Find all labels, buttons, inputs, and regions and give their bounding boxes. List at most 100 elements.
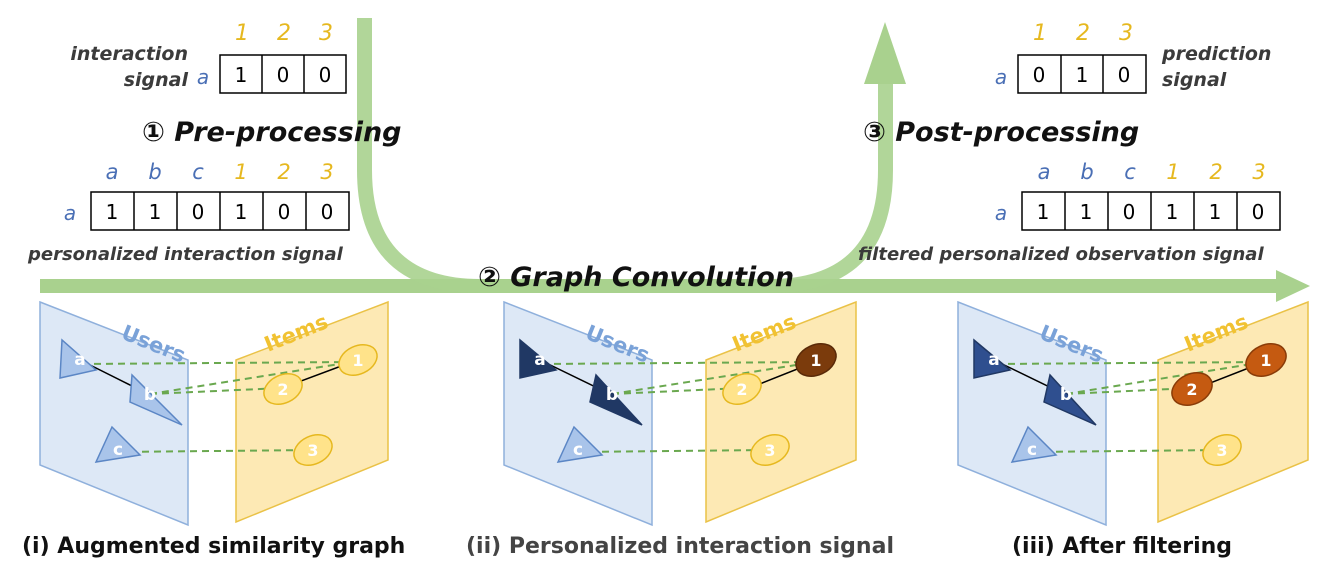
cell-value: 0 [1252,200,1265,224]
item-header: 1 [1166,160,1179,184]
cell-value: 0 [1123,200,1136,224]
personalized-signal-label: personalized interaction signal [27,244,344,265]
item-header-2: 2 [1076,21,1090,46]
cell-value: 0 [1033,63,1046,87]
user-node-label: c [113,440,123,460]
item-header: 3 [1252,160,1265,184]
item-node-2 [263,373,303,405]
cell-value: 1 [1037,200,1050,224]
interaction-edges [81,361,353,453]
prediction-label-line1: prediction [1161,43,1271,65]
interaction-signal-block: 1 2 3 interaction signal a 1 0 0 [70,21,347,94]
item-node-label: 2 [277,380,288,399]
filtered-signal-block: a b c 1 2 3 a 1 1 0 1 1 0 filtered perso… [858,160,1281,265]
item-node-3 [750,434,790,466]
caption-augmented-similarity-graph: (i) Augmented similarity graph [22,534,405,559]
user-node-a [59,338,98,379]
cell-value: 1 [149,200,162,224]
prediction-label-line2: signal [1162,69,1227,91]
user-node-label: c [1027,440,1037,460]
item-node-label: 3 [1216,441,1227,460]
user-node-c [556,425,604,463]
user-node-a [519,338,558,379]
user-node-a [973,338,1012,379]
user-node-c [94,425,142,463]
cell-value: 0 [192,200,205,224]
user-node-label: a [534,350,545,370]
user-node-b [129,373,183,426]
step-pre-processing: ① Pre-processing [142,117,402,148]
user-header: b [148,160,161,184]
user-header: b [1080,160,1093,184]
cell-value: 1 [1080,200,1093,224]
user-node-label: c [573,440,583,460]
u-flow-arrow [357,18,893,293]
cell-value: 0 [321,200,334,224]
item-node-2 [722,373,762,405]
user-header: a [1038,160,1051,184]
row-user-label: a [197,65,209,89]
panel-after-filtering: Users Items a b c 1 2 3 [957,300,1309,527]
cell-value: 1 [1166,200,1179,224]
panel-augmented-graph: Users Items a b c 1 2 3 [39,300,389,527]
item-header-1: 1 [1033,21,1047,46]
user-node-label: b [606,385,618,405]
cell-value: 0 [277,63,290,87]
item-header-1: 1 [235,21,249,46]
cell-value: 1 [235,63,248,87]
row-user-label: a [995,65,1007,89]
cell-value: 1 [106,200,119,224]
user-node-c [1010,425,1058,463]
item-node-1 [1245,343,1287,377]
cell-value: 1 [235,200,248,224]
caption-personalized-interaction-signal: (ii) Personalized interaction signal [466,534,894,559]
user-header: c [1124,160,1136,184]
item-header: 2 [1209,160,1222,184]
item-header: 3 [320,160,333,184]
signal-vector [1017,54,1147,94]
cell-value: 0 [278,200,291,224]
item-node-label: 1 [810,351,821,370]
item-header: 1 [234,160,247,184]
interaction-label-line2: signal [124,69,189,91]
item-node-label: 1 [1260,351,1271,370]
item-node-label: 3 [764,441,775,460]
user-header: c [192,160,204,184]
item-node-label: 1 [352,351,363,370]
interaction-edges [995,361,1265,453]
step-post-processing: ③ Post-processing [863,117,1139,148]
item-node-label: 2 [1186,380,1197,399]
user-node-b [589,373,643,426]
item-node-1 [338,344,378,376]
item-node-label: 3 [307,441,318,460]
user-node-label: a [74,350,85,370]
user-node-label: b [1060,385,1072,405]
item-node-3 [1202,434,1242,466]
user-header: a [106,160,119,184]
item-header-2: 2 [277,21,291,46]
caption-after-filtering: (iii) After filtering [1012,534,1232,559]
flow-arrows [40,18,1310,302]
panel-personalized-signal: Users Items a b c 1 2 3 [503,300,857,527]
step-graph-convolution: ② Graph Convolution [478,262,794,293]
item-header-3: 3 [1119,21,1133,46]
row-user-label: a [995,201,1007,225]
personalized-signal-block: a b c 1 2 3 a 1 1 0 1 0 0 personalized i… [27,160,350,265]
prediction-signal-block: 1 2 3 a 0 1 0 prediction signal [995,21,1271,94]
user-node-label: a [988,350,999,370]
cell-value: 0 [1118,63,1131,87]
cell-value: 0 [319,63,332,87]
u-flow-arrow-head [864,22,906,84]
cell-value: 1 [1076,63,1089,87]
row-user-label: a [64,201,76,225]
interaction-label-line1: interaction [70,43,188,65]
item-node-3 [293,434,333,466]
item-node-2 [1171,372,1213,406]
filtered-signal-label: filtered personalized observation signal [858,244,1264,265]
cell-value: 1 [1209,200,1222,224]
item-node-1 [795,343,837,377]
item-header: 2 [277,160,290,184]
signal-vector [219,54,347,94]
item-node-label: 2 [736,380,747,399]
